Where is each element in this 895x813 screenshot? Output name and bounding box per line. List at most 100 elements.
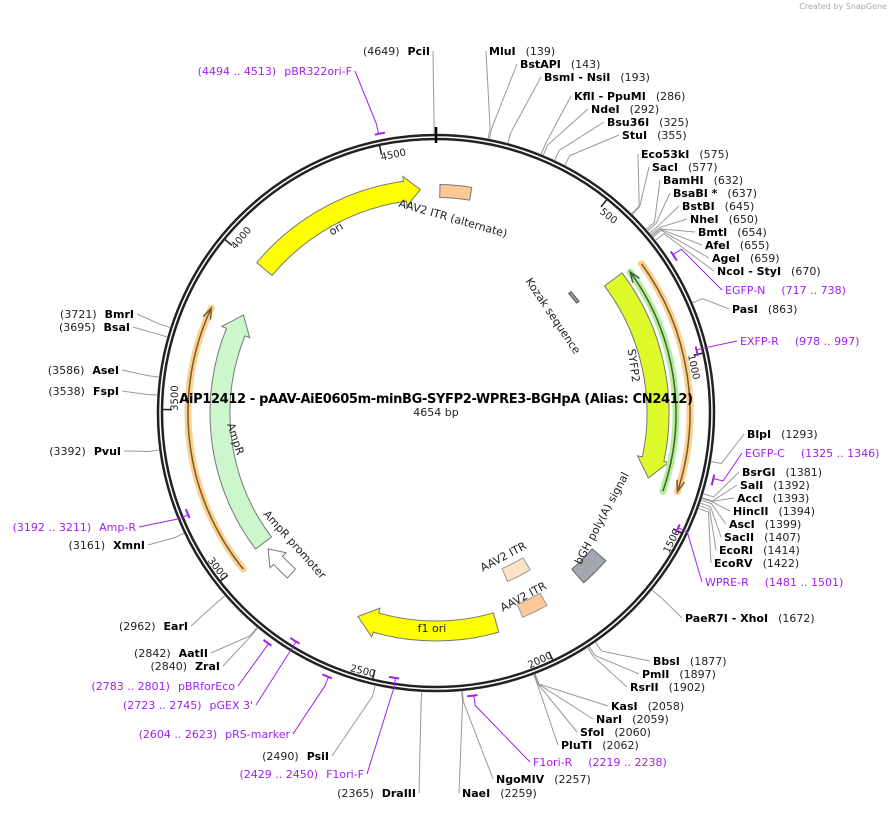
primer-egfp-c: EGFP-C(1325 .. 1346) [745, 447, 879, 460]
restriction-site-bsrgi: BsrGI(1381) [742, 466, 822, 479]
primer-leader-line [473, 695, 531, 763]
primer-range: (1325 .. 1346) [801, 447, 880, 460]
feature-label-ori: ori [327, 220, 346, 239]
site-position: (1672) [778, 612, 815, 625]
primer-mark [321, 673, 333, 680]
site-leader-line [701, 497, 731, 512]
site-leader-line [698, 507, 712, 564]
site-name: BmtI [698, 226, 727, 239]
primer-exfp-r: EXFP-R (978 .. 997) [740, 335, 859, 348]
site-name: EcoRI [719, 544, 753, 557]
primer-wpre-r: WPRE-R(1481 .. 1501) [705, 576, 843, 589]
site-position: (355) [657, 129, 687, 142]
restriction-site-bsabi: BsaBI *(637) [673, 187, 757, 200]
orf-orange-arc-arrowhead [676, 479, 686, 494]
primer-pgex-3-: (2723 .. 2745)pGEX 3' [123, 699, 253, 712]
site-name: PciI [408, 45, 430, 58]
restriction-site-bsmi: BsmI - NsiI(193) [544, 71, 650, 84]
site-position: (139) [526, 45, 556, 58]
primer-mark [289, 637, 300, 645]
primer-name: F1ori-F [326, 768, 364, 781]
site-name: DraIII [382, 787, 416, 800]
site-name: Bsu36I [607, 116, 649, 129]
restriction-site-bmri: (3721)BmrI [60, 308, 134, 321]
site-leader-line [700, 499, 727, 525]
primer-range: (978 .. 997) [795, 335, 860, 348]
restriction-site-aatii: (2842)AatII [134, 647, 208, 660]
site-position: (1414) [763, 544, 800, 557]
site-position: (645) [725, 200, 755, 213]
restriction-site-bstbi: BstBI(645) [682, 200, 754, 213]
primer-leader-line [138, 514, 189, 528]
restriction-site-ecori: EcoRI (1414) [719, 544, 800, 557]
site-leader-line [121, 390, 158, 396]
site-leader-line [651, 589, 683, 619]
restriction-site-pvui: (3392)PvuI [49, 445, 121, 458]
feature-label-syfp2: SYFP2 [625, 348, 643, 383]
site-position: (637) [727, 187, 757, 200]
restriction-site-draiii: (2365)DraIII [337, 787, 416, 800]
site-leader-line [710, 433, 745, 464]
site-name: PasI [732, 303, 758, 316]
feature-label-kozak-sequence: Kozak sequence [523, 276, 584, 357]
feature-label-f1-ori: f1 ori [418, 622, 447, 635]
restriction-site-ncoi: NcoI - StyI (670) [717, 265, 821, 278]
site-leader-line [533, 674, 559, 746]
restriction-site-ecorv: EcoRV(1422) [714, 557, 799, 570]
restriction-site-nhei: NheI(650) [690, 213, 758, 226]
site-leader-line [432, 50, 435, 135]
site-position: (193) [620, 71, 650, 84]
site-position: (3538) [48, 385, 85, 398]
primer-name: pBR322ori-F [284, 65, 352, 78]
site-leader-line [190, 595, 226, 627]
site-position: (2062) [602, 739, 639, 752]
site-name: Eco53kI [641, 148, 689, 161]
site-position: (3392) [49, 445, 86, 458]
site-position: (670) [791, 265, 821, 278]
site-position: (2058) [648, 700, 685, 713]
primer-range: (717 .. 738) [781, 284, 846, 297]
site-leader-line [136, 313, 171, 329]
restriction-site-saci: SacI(577) [652, 161, 718, 174]
site-position: (2059) [632, 713, 669, 726]
primer-leader-line [237, 643, 270, 687]
site-leader-line [485, 50, 491, 139]
site-position: (575) [699, 148, 729, 161]
site-name: PmlI [642, 668, 669, 681]
restriction-site-asci: AscI(1399) [729, 518, 801, 531]
primer-name: EXFP-R [740, 335, 779, 348]
site-position: (659) [750, 252, 780, 265]
site-name: XmnI [113, 539, 145, 552]
bgh-polya-feature [571, 548, 607, 584]
aav2-itr-alternate-feature [439, 184, 473, 201]
ampr-promoter-feature [267, 548, 297, 579]
orf-orange-arc-left [187, 307, 244, 570]
site-position: (3161) [69, 539, 106, 552]
site-leader-line [534, 673, 609, 707]
site-name: NgoMIV [496, 773, 545, 786]
site-name: NarI [596, 713, 622, 726]
site-leader-line [418, 691, 423, 794]
site-name: AccI [737, 492, 763, 505]
site-position: (2060) [614, 726, 651, 739]
primer-name: Amp-R [99, 521, 136, 534]
site-name: HincII [733, 505, 769, 518]
primer-mark [388, 675, 400, 680]
primer-egfp-n: EGFP-N(717 .. 738) [725, 284, 846, 297]
primer-pbrforeco: (2783 .. 2801)pBRforEco [91, 680, 235, 693]
orf-orange-arc [640, 263, 691, 492]
site-leader-line [692, 298, 730, 310]
restriction-site-afei: AfeI(655) [705, 239, 769, 252]
tick-mark [600, 198, 608, 208]
primer-f1ori-f: (2429 .. 2450)F1ori-F [240, 768, 365, 781]
site-position: (655) [740, 239, 770, 252]
site-leader-line [533, 673, 578, 733]
restriction-site-psii: (2490)PsiI [262, 750, 329, 763]
restriction-site-eco53ki: Eco53kI (575) [641, 148, 729, 161]
site-name: NcoI - StyI [717, 265, 781, 278]
site-leader-line [540, 95, 572, 155]
site-name: KasI [611, 700, 638, 713]
site-leader-line [631, 153, 640, 215]
tick-mark [378, 144, 383, 155]
